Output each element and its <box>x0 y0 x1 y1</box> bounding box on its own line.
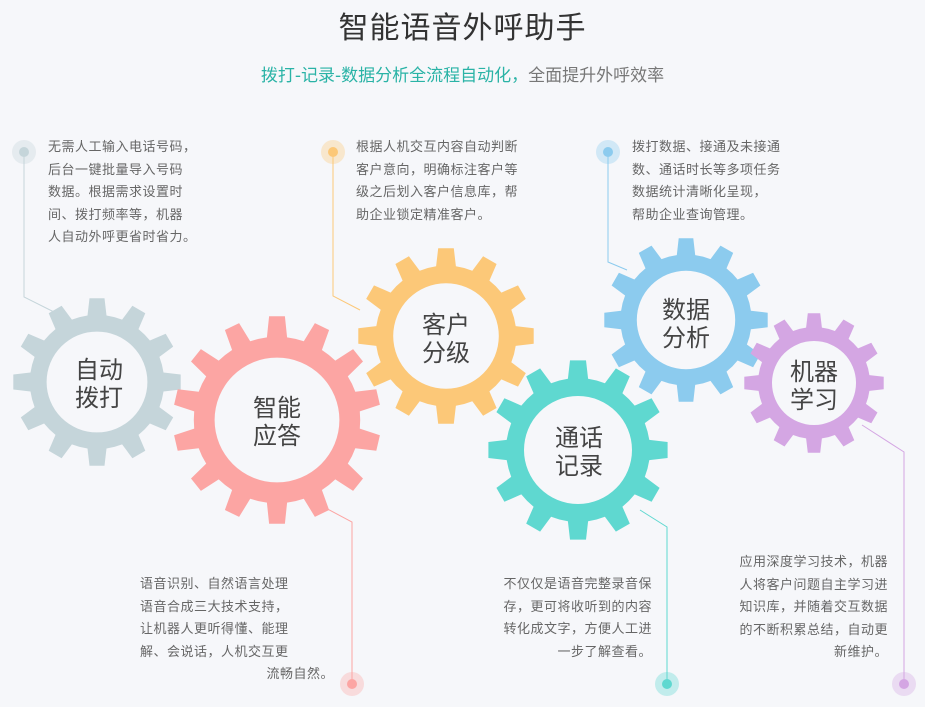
gear-machine-learning <box>744 313 884 453</box>
subtitle-highlight: 拨打-记录-数据分析全流程自动化， <box>260 66 529 86</box>
connector-data-analysis <box>607 152 628 271</box>
gear-call-record <box>488 360 668 540</box>
dot-customer-grade <box>321 140 345 164</box>
gear-label-customer-grade: 客户分级 <box>422 311 470 367</box>
connector-smart-answer <box>319 504 353 684</box>
desc-machine-learning: 应用深度学习技术，机器 人将客户问题自主学习进 知识库，并随着交互数据 的不断积… <box>739 555 888 660</box>
dot-smart-answer <box>340 672 364 696</box>
subtitle-rest: 全面提升外呼效率 <box>528 66 665 86</box>
dot-auto-dial <box>12 140 36 164</box>
dot-machine-learning <box>892 672 916 696</box>
gear-label-auto-dial: 自动拨打 <box>75 356 123 412</box>
connector-auto-dial <box>23 152 61 316</box>
desc-auto-dial: 无需人工输入电话号码， 后台一键批量导入号码 数据。根据需求设置时 间、拨打频率… <box>48 140 197 245</box>
connector-call-record <box>639 509 668 684</box>
dot-call-record <box>655 672 679 696</box>
desc-smart-answer: 语音识别、自然语言处理 语音合成三大技术支持， 让机器人更听得懂、能理 解、会说… <box>140 577 334 682</box>
gear-customer-grade <box>358 248 534 424</box>
page-title: 智能语音外呼助手 <box>338 11 587 46</box>
gear-label-data-analysis: 数据分析 <box>662 296 710 352</box>
dot-data-analysis <box>596 140 620 164</box>
gear-label-smart-answer: 智能应答 <box>253 394 301 450</box>
desc-customer-grade: 根据人机交互内容自动判断 客户意向，明确标注客户等 级之后划入客户信息库，帮 助… <box>356 140 519 223</box>
gear-data-analysis <box>604 238 768 402</box>
desc-call-record: 不仅仅是语音完整录音保 存，更可将收听到的内容 转化成文字，方便人工进 一步了解… <box>503 577 652 660</box>
gear-auto-dial <box>13 298 181 466</box>
page-subtitle: 拨打-记录-数据分析全流程自动化，全面提升外呼效率 <box>0 61 925 86</box>
gear-label-call-record: 通话记录 <box>555 424 603 480</box>
connector-machine-learning <box>861 424 905 684</box>
gear-smart-answer <box>174 316 380 524</box>
connector-customer-grade <box>332 152 361 311</box>
gear-label-machine-learning: 机器学习 <box>790 358 838 414</box>
desc-data-analysis: 拨打数据、接通及未接通 数、通话时长等多项任务 数据统计清晰化呈现， 帮助企业查… <box>632 140 781 223</box>
